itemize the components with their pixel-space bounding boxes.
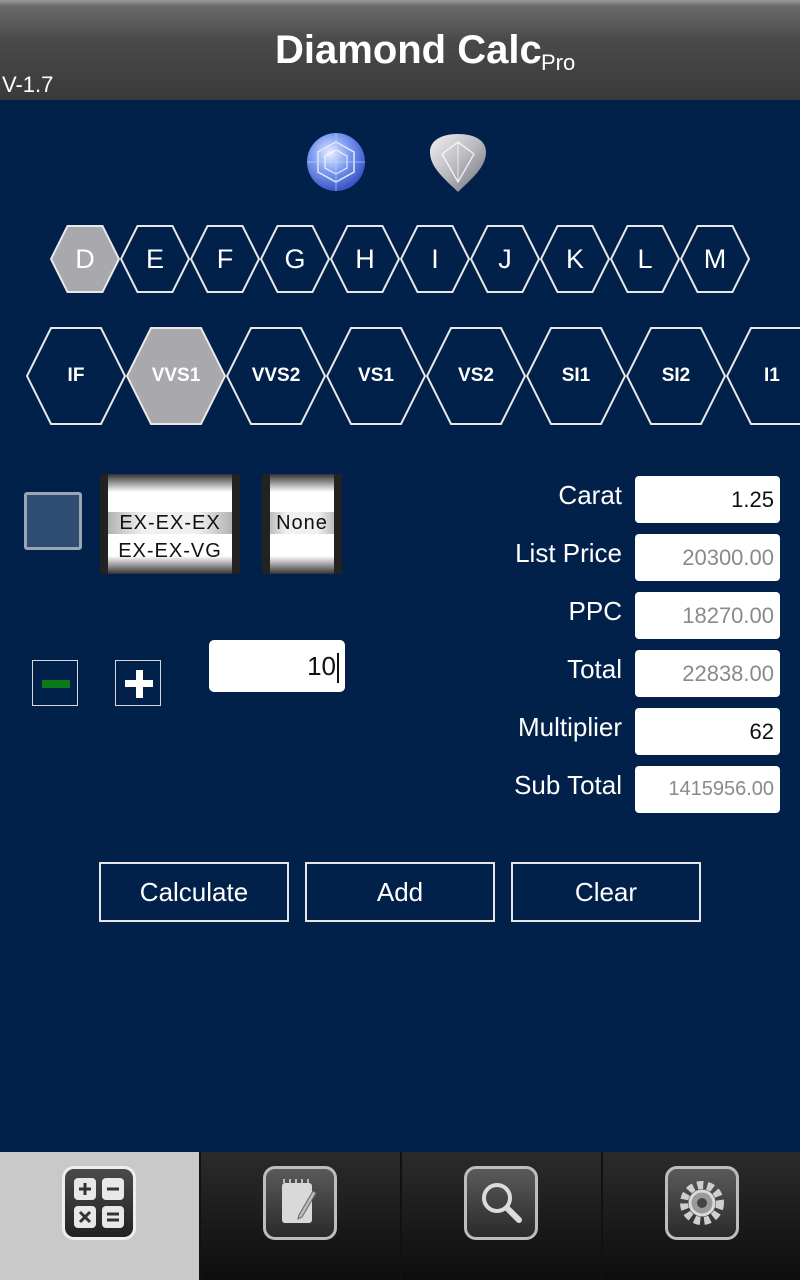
color-grade-label: G [284,243,306,274]
tab-search[interactable] [402,1152,601,1280]
color-grade-m[interactable]: M [680,225,750,293]
clarity-grade-si2[interactable]: SI2 [626,327,726,425]
clarity-grade-label: IF [67,365,85,386]
cut-grade-picker[interactable]: EX-EX-EX EX-EX-VG [100,474,240,574]
multiplier-input[interactable]: 62 [635,708,780,755]
color-grade-k[interactable]: K [540,225,610,293]
clarity-grade-if[interactable]: IF [26,327,126,425]
color-grade-l[interactable]: L [610,225,680,293]
sub-total-label: Sub Total [514,770,622,800]
tab-notes[interactable] [201,1152,400,1280]
clarity-grade-si1[interactable]: SI1 [526,327,626,425]
version-label: V-1.7 [2,72,54,97]
clarity-grade-i1[interactable]: I1 [726,327,800,425]
decrement-button[interactable] [32,660,78,706]
sub-total-field: 1415956.00 [635,766,780,813]
quantity-input[interactable]: 10 [209,640,345,692]
cut-picker-next: EX-EX-VG [118,540,222,562]
clarity-grade-label: VS1 [358,365,394,386]
increment-button[interactable] [115,660,161,706]
color-grade-label: L [637,243,653,274]
clarity-grade-label: SI2 [661,365,691,386]
tab-calculator[interactable] [0,1152,199,1280]
clarity-grade-vvs1[interactable]: VVS1 [126,327,226,425]
tab-settings[interactable] [603,1152,800,1280]
color-grade-e[interactable]: E [120,225,190,293]
clarity-grade-label: I1 [764,365,780,386]
clarity-grade-label: VS2 [458,365,494,386]
carat-input[interactable]: 1.25 [635,476,780,523]
app-header: Diamond Calc Pro V-1.7 [0,0,800,100]
color-grade-j[interactable]: J [470,225,540,293]
color-grade-label: D [75,243,95,274]
text-cursor [337,653,339,684]
round-diamond-icon[interactable] [304,130,368,194]
total-field: 22838.00 [635,650,780,697]
color-grade-label: H [355,243,375,274]
ppc-field: 18270.00 [635,592,780,639]
clarity-grade-label: SI1 [561,365,591,386]
total-label: Total [567,654,622,684]
color-grade-label: J [498,243,512,274]
app-title: Diamond Calc [275,28,542,72]
quantity-value: 10 [307,651,336,681]
clarity-grade-label: VVS1 [151,365,201,386]
fluor-picker-selected: None [276,512,328,534]
calculate-button[interactable]: Calculate [99,862,289,922]
color-grade-label: E [145,243,164,274]
clear-button[interactable]: Clear [511,862,701,922]
search-icon [464,1166,538,1240]
add-button[interactable]: Add [305,862,495,922]
color-grade-label: M [703,243,727,274]
color-grade-i[interactable]: I [400,225,470,293]
pear-diamond-icon[interactable] [426,130,490,194]
app-subtitle: Pro [541,50,576,75]
gear-icon [665,1166,739,1240]
fluorescence-picker[interactable]: None [262,474,342,574]
minus-icon [42,680,70,688]
multiplier-label: Multiplier [517,712,622,742]
notepad-icon [263,1166,337,1240]
color-grade-label: I [431,243,439,274]
clarity-grade-vvs2[interactable]: VVS2 [226,327,326,425]
carat-label: Carat [558,480,622,510]
bottom-tab-bar [0,1152,800,1280]
picker-selection-band [270,512,334,534]
color-grade-d[interactable]: D [50,225,120,293]
clarity-grade-label: VVS2 [251,365,301,386]
list-price-field: 20300.00 [635,534,780,581]
clarity-grade-vs1[interactable]: VS1 [326,327,426,425]
option-checkbox[interactable] [24,492,82,550]
ppc-label: PPC [568,596,622,626]
color-grade-label: K [565,243,584,274]
calculator-icon [62,1166,136,1240]
color-grade-label: F [216,243,234,274]
cut-picker-selected: EX-EX-EX [119,512,221,534]
list-price-label: List Price [515,538,622,568]
color-grade-h[interactable]: H [330,225,400,293]
color-grade-g[interactable]: G [260,225,330,293]
color-grade-f[interactable]: F [190,225,260,293]
clarity-grade-vs2[interactable]: VS2 [426,327,526,425]
picker-selection-band [108,512,232,534]
